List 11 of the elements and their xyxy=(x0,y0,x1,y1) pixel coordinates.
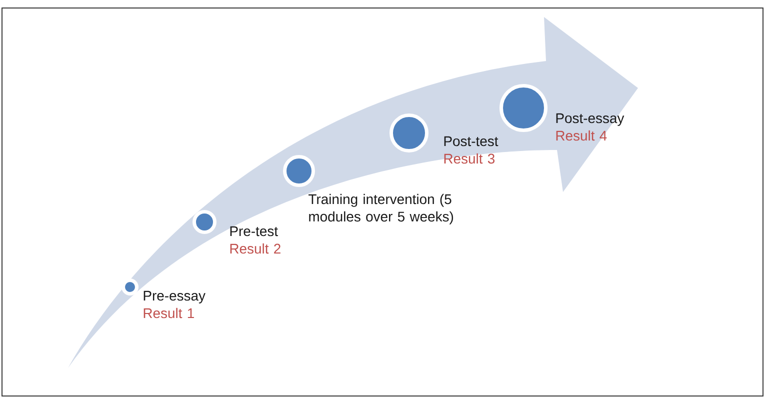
stage-label: Post-essay xyxy=(556,113,624,126)
stage-label: Pre-essay xyxy=(144,290,206,304)
stage-label: Pre-test xyxy=(230,226,278,236)
result-label: Result 2 xyxy=(230,243,280,254)
stage-label: Post-test xyxy=(444,136,498,146)
milestone-circle xyxy=(192,210,216,234)
result-label: Result 3 xyxy=(444,153,495,164)
result-label: Result 1 xyxy=(144,308,194,318)
result-label: Result 4 xyxy=(556,130,607,141)
stage-label: Training intervention (5 modules over 5 weeks) xyxy=(308,194,454,224)
milestone-circle xyxy=(122,278,138,296)
